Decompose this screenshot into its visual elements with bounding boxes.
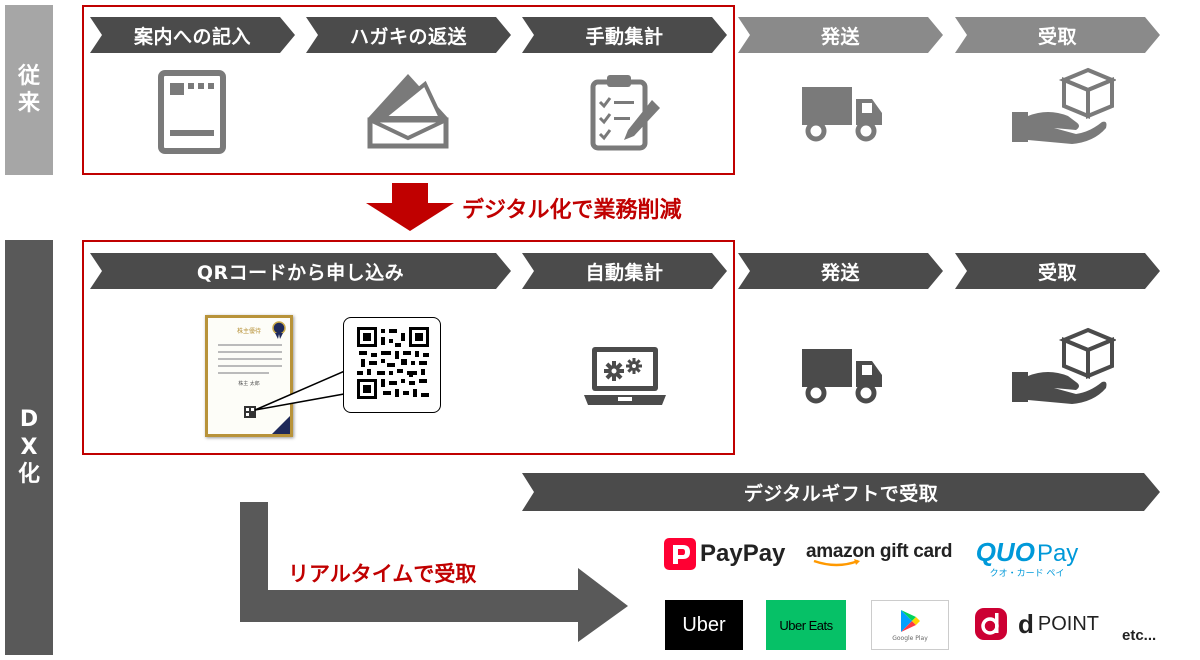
d-point-d-text: d	[1018, 608, 1034, 639]
step-dx-qr-apply: QRコードから申し込み	[90, 253, 511, 289]
delivery-truck-icon	[802, 87, 882, 142]
quo-subtitle: クオ・カード ペイ	[989, 569, 1065, 579]
quo-pay-text: Pay	[1036, 540, 1079, 567]
down-arrow-icon	[366, 183, 454, 231]
amazon-gift-card-logo: amazon gift card	[806, 540, 952, 568]
step-traditional-ship: 発送	[738, 17, 943, 53]
paypay-text: PayPay	[700, 540, 786, 567]
sidebar-traditional: 従 来	[5, 5, 53, 175]
uber-eats-logo: Uber Eats	[766, 600, 846, 650]
uber-text: Uber	[682, 613, 726, 636]
sidebar-dx: D X 化	[5, 240, 53, 655]
sidebar-dx-char: D	[19, 407, 39, 433]
certificate-small-qr-icon	[244, 406, 256, 418]
amazon-gift-card-text: amazon gift card	[806, 541, 953, 562]
certificate-document: 株主優待 株主 太郎	[205, 315, 293, 437]
certificate-text-lines	[218, 344, 282, 379]
qr-code-icon[interactable]	[357, 327, 429, 399]
traditional-manual-highlight-box	[82, 5, 735, 175]
realtime-path-arrow	[240, 502, 628, 642]
certificate-corner-decoration	[272, 416, 290, 434]
delivery-truck-icon	[802, 349, 882, 404]
d-point-text: POINT	[1037, 612, 1100, 635]
step-traditional-manual-count: 手動集計	[522, 17, 727, 53]
envelope-icon	[367, 74, 449, 149]
clipboard-checklist-icon	[590, 75, 660, 151]
sidebar-dx-char: 化	[17, 462, 40, 488]
amazon-smile-icon	[813, 559, 860, 567]
paypay-logo: PayPay	[664, 536, 785, 572]
laptop-gears-icon	[584, 347, 666, 405]
etc-label: etc...	[1122, 627, 1157, 644]
step-dx-receive: 受取	[955, 253, 1160, 289]
google-play-logo: Google Play	[871, 600, 949, 650]
google-play-text: Google Play	[892, 634, 928, 642]
award-badge-icon	[272, 321, 286, 339]
hand-receiving-box-icon	[1012, 327, 1116, 404]
transition-label: デジタル化で業務削減	[462, 198, 682, 223]
digital-gift-banner: デジタルギフトで受取	[522, 473, 1160, 511]
uber-logo: Uber	[665, 600, 743, 650]
paypay-icon	[664, 538, 696, 570]
hand-receiving-box-icon	[1012, 67, 1116, 144]
google-play-icon	[901, 609, 920, 632]
certificate-recipient-name: 株主 太郎	[238, 381, 260, 387]
d-point-icon	[975, 608, 1007, 640]
step-traditional-return-postcard: ハガキの返送	[306, 17, 511, 53]
uber-eats-text: Uber Eats	[779, 617, 833, 633]
quo-text: QUO	[975, 537, 1035, 567]
form-document-icon	[158, 70, 226, 154]
sidebar-traditional-char: 来	[17, 91, 40, 116]
certificate-title: 株主優待	[236, 328, 261, 335]
sidebar-traditional-char: 従	[17, 63, 40, 89]
step-traditional-receive: 受取	[955, 17, 1160, 53]
step-dx-auto-count: 自動集計	[522, 253, 727, 289]
step-dx-ship: 発送	[738, 253, 943, 289]
step-traditional-fill-form: 案内への記入	[90, 17, 295, 53]
sidebar-dx-char: X	[20, 434, 38, 460]
d-point-logo: d POINT	[974, 603, 1099, 645]
quo-card-pay-logo: QUO Pay クオ・カード ペイ	[972, 533, 1082, 583]
realtime-label: リアルタイムで受取	[288, 562, 477, 586]
dx-digital-highlight-box	[82, 240, 735, 455]
